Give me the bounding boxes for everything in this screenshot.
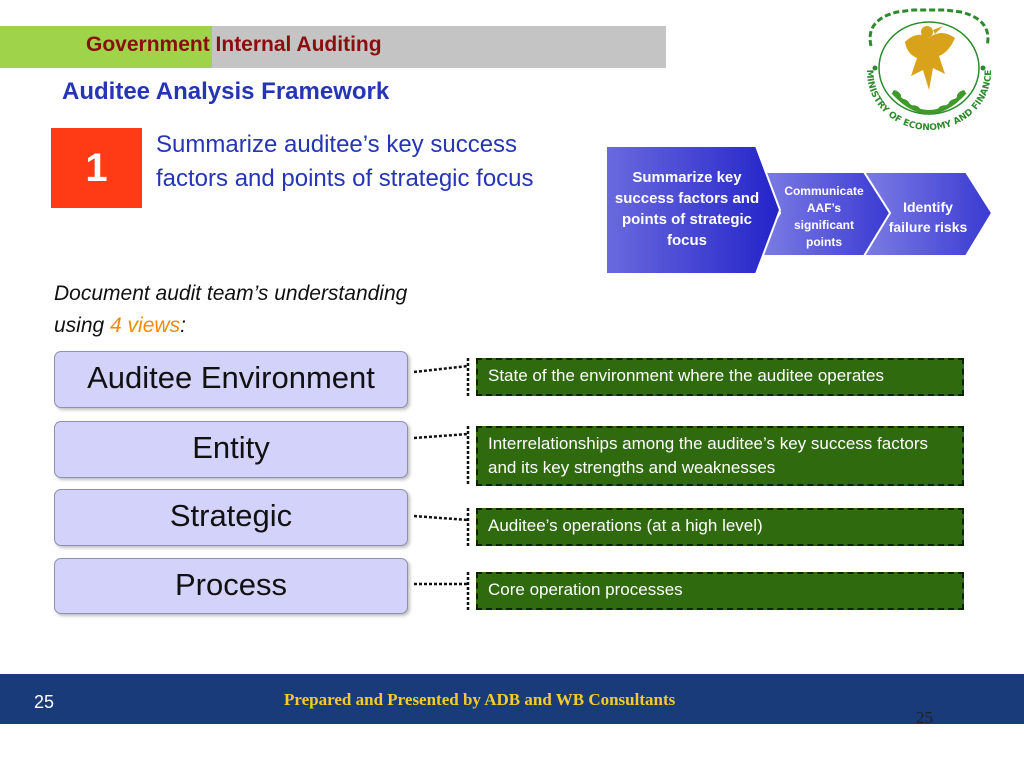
- slide-subtitle: Auditee Analysis Framework: [62, 78, 390, 105]
- view-connectors: [413, 358, 470, 610]
- ministry-seal-logo: MINISTRY OF ECONOMY AND FINANCE: [855, 8, 1003, 134]
- golden-bird-icon: [905, 26, 955, 90]
- views-intro-text: Document audit team’s understanding usin…: [54, 282, 408, 337]
- flow-chevron-2: [752, 171, 892, 257]
- step-description: Summarize auditee’s key success factors …: [156, 131, 534, 192]
- view-process: Process: [54, 558, 408, 614]
- views-count-highlight: 4 views: [110, 314, 181, 337]
- step-number-badge: 1: [51, 128, 142, 208]
- view-description-environment: State of the environment where the audit…: [476, 358, 964, 396]
- header-title: Government Internal Auditing: [86, 33, 382, 56]
- views-intro: Document audit team’s understanding usin…: [54, 278, 414, 342]
- process-flow-diagram: [606, 145, 994, 275]
- connector-line-1: [413, 364, 469, 374]
- connector-line-3: [413, 514, 469, 522]
- flow-step-1-label: Summarize key success factors and points…: [614, 169, 760, 249]
- footer-bar: [0, 674, 1024, 724]
- view-entity: Entity: [54, 421, 408, 478]
- page-number: 25: [34, 692, 55, 712]
- page-number-secondary: 25: [916, 708, 933, 727]
- footer-credit: Prepared and Presented by ADB and WB Con…: [284, 690, 676, 709]
- connector-line-2: [413, 432, 469, 440]
- flow-step-2-label: Communicate AAF’s significant points: [784, 184, 864, 249]
- view-description-process: Core operation processes: [476, 572, 964, 610]
- view-description-strategic: Auditee’s operations (at a high level): [476, 508, 964, 546]
- flow-step-3-label: Identify failure risks: [888, 199, 968, 235]
- view-auditee-environment: Auditee Environment: [54, 351, 408, 408]
- view-description-entity: Interrelationships among the auditee’s k…: [476, 426, 964, 486]
- view-strategic: Strategic: [54, 489, 408, 546]
- header-bar: [212, 26, 666, 68]
- views-intro-colon: :: [180, 314, 186, 337]
- flow-chevron-1: [606, 145, 782, 275]
- header-bar-accent: [0, 26, 212, 68]
